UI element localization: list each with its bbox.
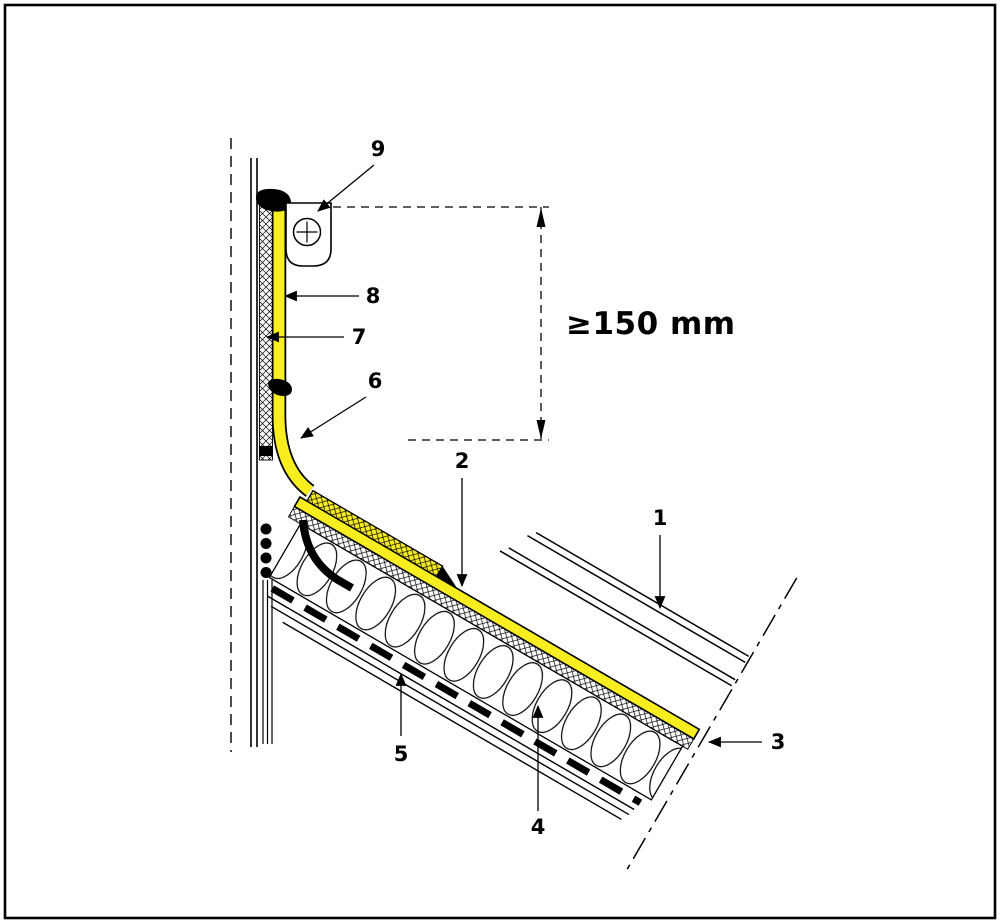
strip-end-block: [259, 446, 273, 456]
callout-1-label: 1: [653, 506, 668, 530]
sealant-blob-mid: [268, 378, 292, 396]
dimension-arrow-up-icon: [536, 208, 546, 227]
dimension-arrow-down-icon: [536, 420, 546, 439]
callout-6-arrow: [300, 396, 367, 439]
membrane-overlap-hatch: [306, 490, 443, 577]
callout-leaders: [265, 164, 762, 811]
wall-protection-strip: [259, 193, 273, 461]
roof-assembly: [267, 489, 798, 871]
callout-2-label: 2: [455, 449, 470, 473]
decking-lines: [267, 595, 635, 821]
sealant-blob-top: [255, 188, 291, 212]
fastener-dots: [260, 523, 272, 578]
dimension-150mm: ≥150 mm: [333, 206, 736, 441]
membrane-end-wedge: [436, 566, 458, 589]
callout-7-label: 7: [352, 325, 367, 349]
wall-membrane-flashing: [271, 202, 315, 497]
callout-9-label: 9: [371, 137, 386, 161]
callout-4-label: 4: [531, 815, 546, 839]
drawing-border: [3, 3, 997, 920]
barrier-upturn: [299, 519, 354, 592]
callout-3-label: 3: [771, 730, 786, 754]
wall-cladding-lines: [250, 158, 258, 747]
callout-9-arrow: [317, 164, 375, 212]
clamp-bracket: [285, 202, 332, 267]
callout-8-label: 8: [366, 284, 381, 308]
insulation-hatch: [269, 523, 683, 800]
wall-inner-lining-lines: [262, 580, 273, 744]
roof-covering-lines: [499, 531, 750, 687]
dimension-label: ≥150 mm: [566, 306, 736, 342]
section-cut-line: [626, 577, 798, 871]
vapor-barrier: [270, 585, 643, 806]
callout-6-label: 6: [368, 369, 383, 393]
callout-5-label: 5: [394, 742, 409, 766]
